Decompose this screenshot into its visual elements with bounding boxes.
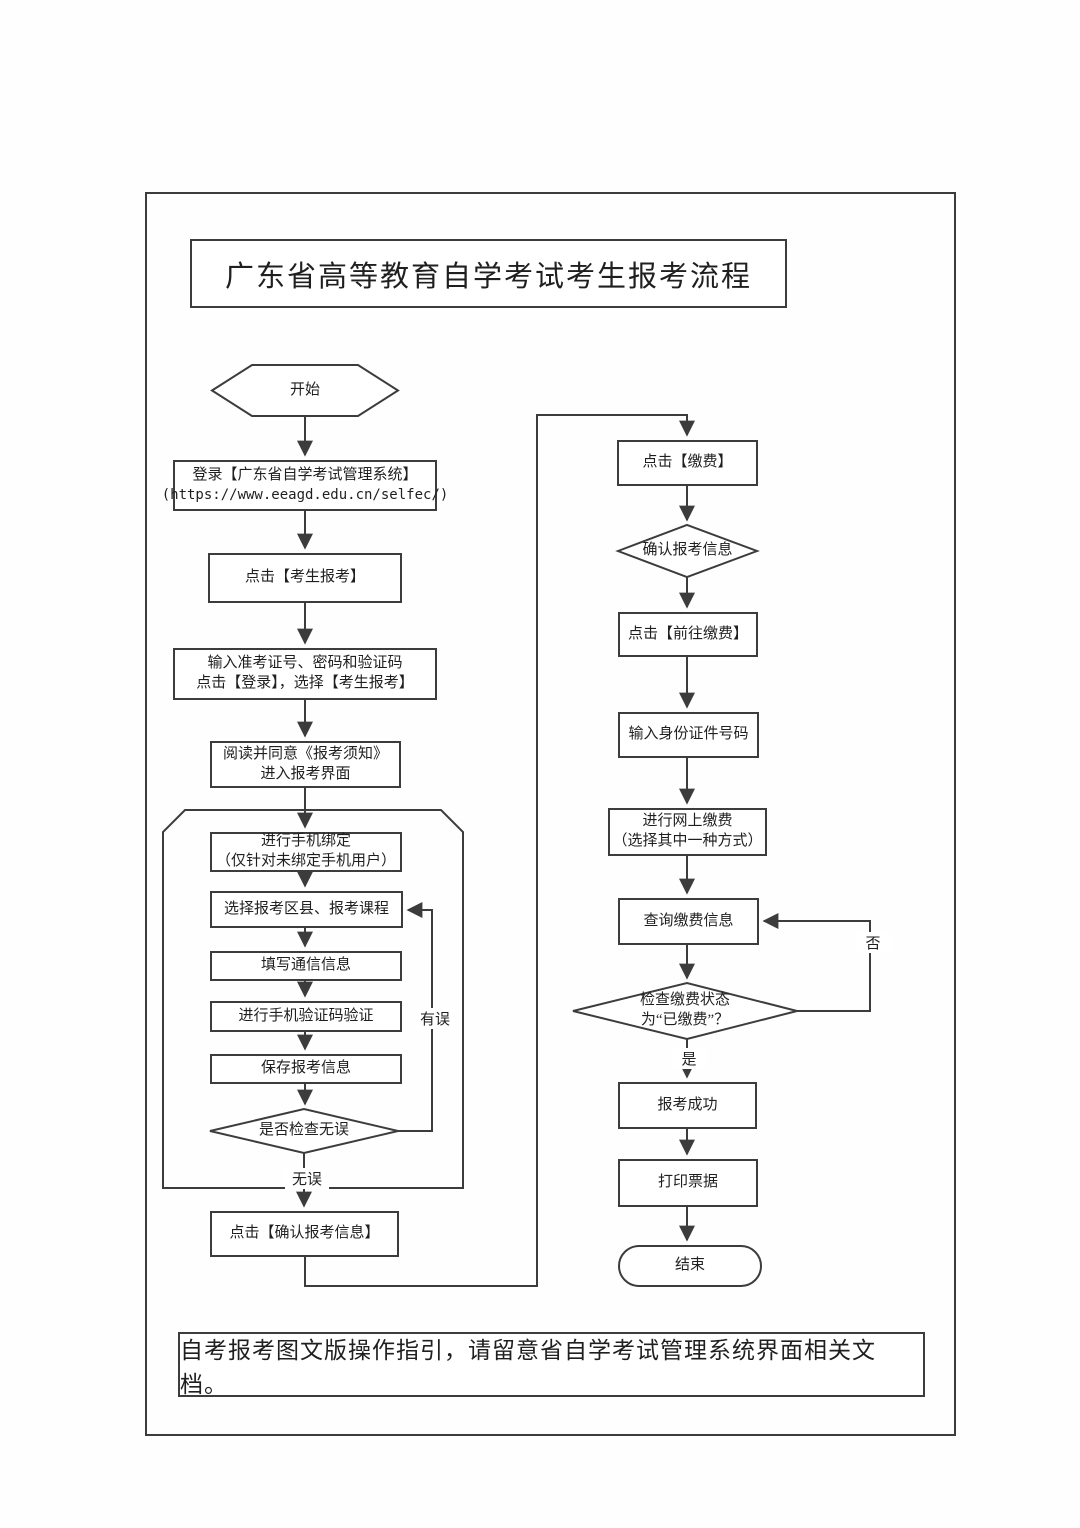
decision-check-status-label: 检查缴费状态 为“已缴费”？	[639, 992, 730, 1028]
end-node: 结束	[618, 1245, 762, 1287]
node-save-info: 保存报考信息	[210, 1054, 402, 1084]
start-hexagon	[210, 364, 400, 417]
node-fill-contact: 填写通信信息	[210, 951, 402, 981]
node-query-pay: 查询缴费信息	[618, 898, 759, 945]
node-go-pay: 点击【前往缴费】	[618, 612, 758, 657]
footer-note: 自考报考图文版操作指引，请留意省自学考试管理系统界面相关文档。	[180, 1337, 876, 1397]
node-click-register: 点击【考生报考】	[208, 553, 402, 603]
page-title: 广东省高等教育自学考试考生报考流程	[224, 260, 752, 293]
loop-container-outline	[162, 809, 464, 1189]
node-verify-phone: 进行手机验证码验证	[210, 1001, 402, 1032]
node-login-system: 登录【广东省自学考试管理系统】 (https://www.eeagd.edu.c…	[162, 460, 448, 511]
decision-confirm-info-label: 确认报考信息	[642, 542, 733, 559]
login-url: (https://www.eeagd.edu.cn/selfec/)	[161, 487, 449, 504]
start-node-label: 开始	[289, 381, 320, 398]
node-click-pay: 点击【缴费】	[617, 440, 758, 486]
label-no: 否	[855, 932, 891, 953]
decision-check-correct-label: 是否检查无误	[258, 1122, 349, 1139]
title-box: 广东省高等教育自学考试考生报考流程	[190, 239, 787, 308]
label-has-error: 有误	[415, 1008, 455, 1029]
node-success: 报考成功	[618, 1082, 757, 1129]
node-enter-id: 输入身份证件号码	[618, 712, 759, 758]
node-bind-phone: 进行手机绑定 （仅针对未绑定手机用户）	[210, 832, 402, 872]
footer-box: 自考报考图文版操作指引，请留意省自学考试管理系统界面相关文档。	[178, 1332, 925, 1397]
node-read-notice: 阅读并同意《报考须知》 进入报考界面	[210, 741, 401, 788]
label-no-error: 无误	[285, 1168, 329, 1189]
node-online-pay: 进行网上缴费 （选择其中一种方式）	[608, 808, 767, 856]
node-print-receipt: 打印票据	[618, 1159, 758, 1207]
decision-confirm-info	[615, 523, 760, 579]
node-select-courses: 选择报考区县、报考课程	[210, 891, 403, 928]
label-yes: 是	[672, 1048, 706, 1069]
node-confirm-info: 点击【确认报考信息】	[210, 1211, 399, 1257]
outer-border	[145, 192, 956, 1436]
node-enter-credentials: 输入准考证号、密码和验证码 点击【登录】，选择【考生报考】	[173, 648, 437, 700]
